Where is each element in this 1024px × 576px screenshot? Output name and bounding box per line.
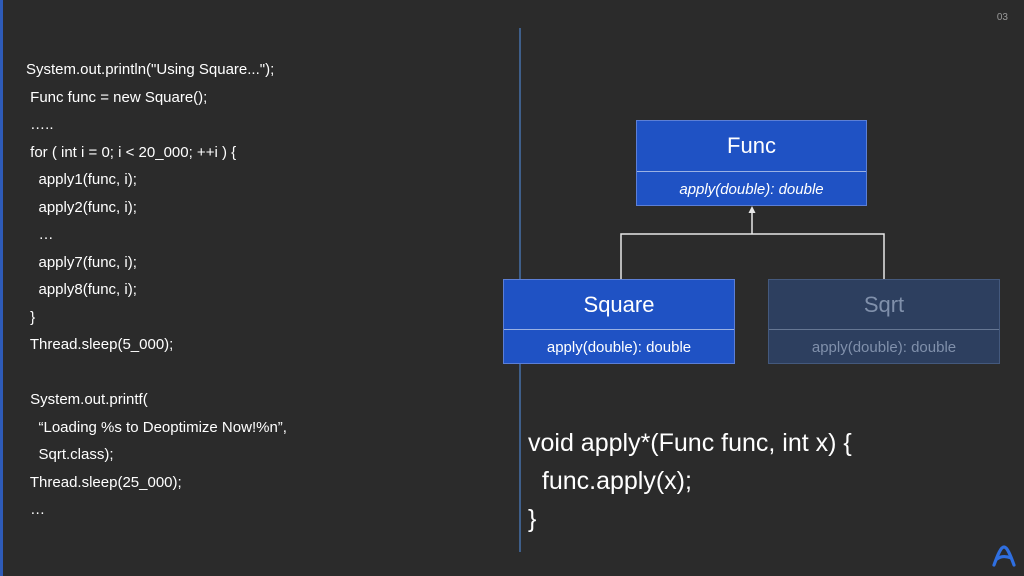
code-line: void apply*(Func func, int x) { xyxy=(528,429,852,457)
code-line: Thread.sleep(5_000); xyxy=(26,336,174,353)
code-line: … xyxy=(26,501,46,518)
code-line: apply7(func, i); xyxy=(26,253,137,271)
code-line: for ( int i = 0; i < 20_000; ++i ) { xyxy=(26,143,237,161)
func-class-box: Func apply(double): double xyxy=(636,120,867,206)
func-class-method: apply(double): double xyxy=(637,171,866,206)
code-line: System.out.printf( xyxy=(26,391,148,408)
code-line: “Loading %s to Deoptimize Now!%n”, xyxy=(26,418,287,436)
apply-method-code: void apply*(Func func, int x) { func.app… xyxy=(528,424,852,538)
code-line: Func func = new Square(); xyxy=(26,88,208,106)
code-listing: System.out.println("Using Square..."); F… xyxy=(26,56,287,524)
inheritance-arrow-head xyxy=(748,206,756,213)
sqrt-class-name: Sqrt xyxy=(863,291,905,317)
square-class-method: apply(double): double xyxy=(504,329,734,364)
code-line: … xyxy=(26,226,54,243)
square-class-name: Square xyxy=(583,291,655,317)
square-to-func-connector xyxy=(620,233,752,279)
func-class-name: Func xyxy=(727,133,776,158)
code-line: ….. xyxy=(26,116,54,133)
left-accent-bar xyxy=(0,0,3,576)
sqrt-to-func-connector xyxy=(752,233,885,279)
page-number: 03 xyxy=(996,12,1008,23)
azul-logo-icon xyxy=(992,545,1016,567)
code-line: apply1(func, i); xyxy=(26,171,137,188)
code-line: } xyxy=(26,308,36,326)
code-line: } xyxy=(528,505,537,533)
sqrt-class-method: apply(double): double xyxy=(769,329,999,364)
code-line: func.apply(x); xyxy=(528,467,692,495)
code-line: Sqrt.class); xyxy=(26,446,114,463)
code-line: apply2(func, i); xyxy=(26,198,137,216)
sqrt-class-box: Sqrt apply(double): double xyxy=(768,279,1000,364)
code-line: System.out.println("Using Square..."); xyxy=(26,61,275,78)
code-line: Thread.sleep(25_000); xyxy=(26,473,182,491)
code-line: apply8(func, i); xyxy=(26,281,137,298)
square-class-box: Square apply(double): double xyxy=(503,279,735,364)
